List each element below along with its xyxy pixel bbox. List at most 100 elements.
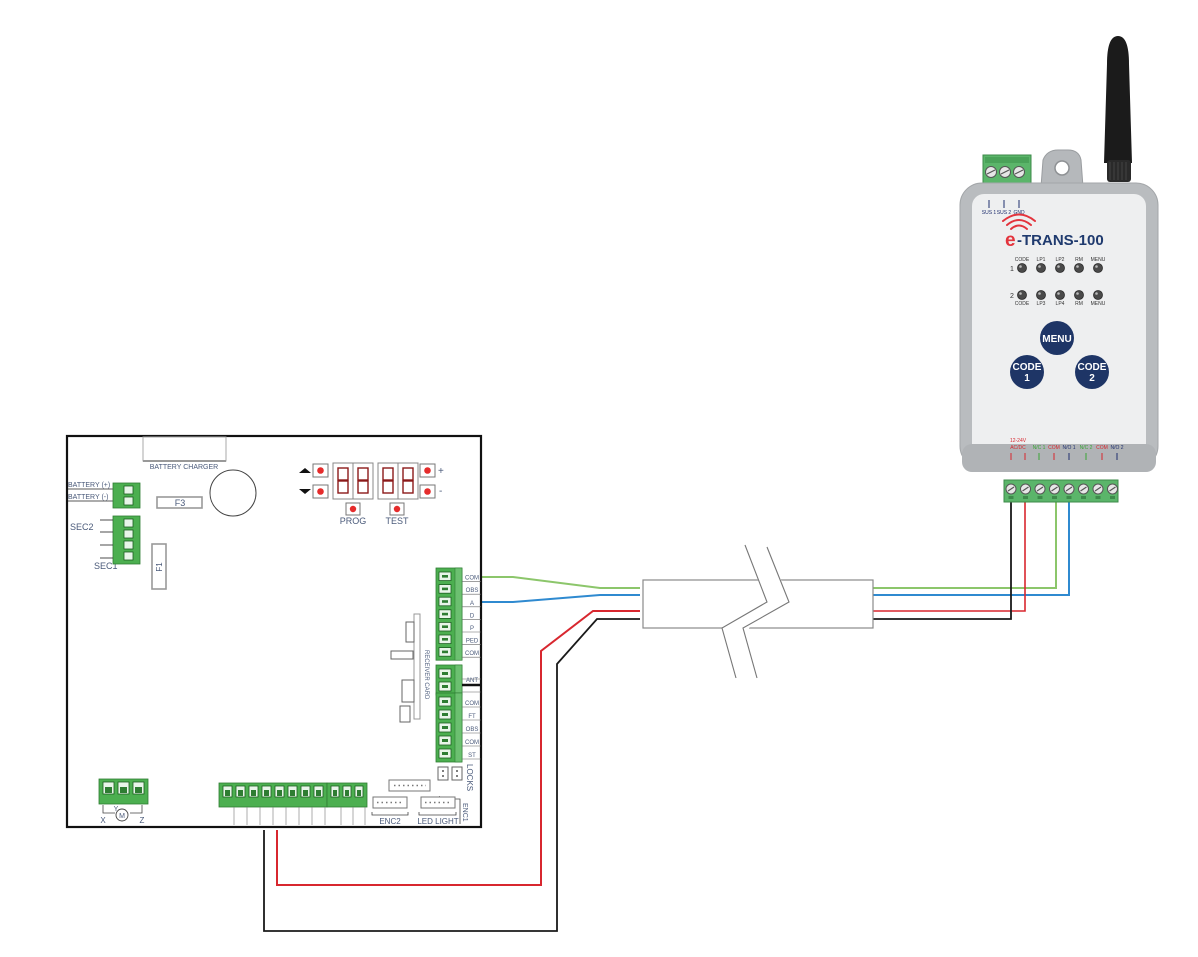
brand-prefix: e [1005,230,1016,251]
buzzer [209,469,257,517]
led-label: LP4 [1056,301,1065,307]
wire-black-left [263,618,640,932]
bottom-terminal-block-main [218,782,328,825]
bottom-terminal-block [1003,479,1119,503]
display-panel: + - PROG TEST [299,462,444,526]
terminal-label: D [470,613,475,619]
led-light-label: LED LIGHT [417,817,458,826]
terminal-label: N/C 1 [1033,445,1046,451]
wire-blue-left [473,594,640,603]
controller-board: BATTERY CHARGER BATTERY (+) BATTERY (-) … [65,434,483,829]
brand-logo: e -TRANS-100 [1002,213,1104,251]
status-led [1036,290,1046,300]
terminal-label: N/C 2 [1080,445,1093,451]
led-label: LP3 [1037,301,1046,307]
enc2-label: ENC2 [379,817,401,826]
battery-terminal-block [112,482,141,509]
menu-button[interactable]: MENU [1040,321,1074,355]
locks-connector: LOCKS [437,764,474,791]
mounting-tab [1040,149,1084,188]
svg-text:1: 1 [1024,373,1030,384]
status-led [1017,290,1027,300]
wire-green-left [473,576,640,589]
receiver-card-label: RECEIVER CARD [423,650,429,700]
code2-button[interactable]: CODE 2 [1075,355,1109,389]
motor-x-label: X [100,816,106,825]
led-label: RM [1075,301,1083,307]
svg-text:CODE: CODE [1013,362,1042,373]
antenna-icon [1104,36,1132,182]
sec1-label: SEC1 [94,561,118,571]
terminal-label: FT [468,714,476,720]
receiver-card-slot: RECEIVER CARD [390,613,429,723]
led-label: CODE [1015,301,1030,307]
terminal-label: COM [1096,445,1108,451]
wire-red-right [873,495,1026,612]
brand-name: -TRANS-100 [1017,232,1104,249]
motor-m-label: M [119,813,125,820]
terminal-label: OBS [466,727,479,733]
led-label: LP1 [1037,257,1046,263]
status-led [1036,263,1046,273]
terminal-label: ANT [466,678,478,684]
enc2-connector: ENC2 [371,796,409,826]
fuse-f1: F1 [151,543,167,590]
terminal-label: COM [465,576,479,582]
sec-terminal-block [100,515,141,565]
motor-terminal-block [98,778,149,805]
terminal-label: ST [468,753,476,759]
battery-charger-connector [142,436,227,462]
enc1-label: ENC1 [461,803,468,822]
code1-button[interactable]: CODE 1 [1010,355,1044,389]
wire-black-right [873,495,1012,620]
status-led [1093,290,1103,300]
motor-symbol: M X Y Z [100,805,145,825]
terminal-label: P [470,626,474,632]
wires [263,495,1070,932]
wire-green-right [873,495,1057,589]
status-led [1055,263,1065,273]
sus1-label: SUS 1 [982,210,997,216]
status-led [1093,263,1103,273]
up-arrow-icon [299,468,311,473]
prog-label: PROG [340,516,367,526]
led-row-index: 2 [1010,293,1014,300]
terminal-label: PED [466,639,479,645]
led-label: LP2 [1056,257,1065,263]
svg-text:F3: F3 [175,498,186,508]
svg-text:CODE: CODE [1078,362,1107,373]
led-label: RM [1075,257,1083,263]
locks-label: LOCKS [465,764,474,791]
led-label: CODE [1015,257,1030,263]
gnd-label: GND [1013,210,1025,216]
svg-text:MENU: MENU [1042,334,1071,345]
status-led [1074,290,1084,300]
terminal-label: N/O 2 [1110,445,1123,451]
status-led [1074,263,1084,273]
wireless-icon [1002,213,1036,230]
battery-charger-label: BATTERY CHARGER [150,464,218,471]
terminal-label: AC/DC [1010,445,1026,451]
wire-red-left [276,610,640,886]
led-label: MENU [1091,301,1106,307]
led-row-index: 1 [1010,266,1014,273]
right-terminal-block-ant: ANT [435,664,481,696]
motor-z-label: Z [140,816,145,825]
led-light-connector: LED LIGHT [417,796,459,826]
terminal-label: N/O 1 [1062,445,1075,451]
cable-sheath [642,544,874,679]
led-label: MENU [1091,257,1106,263]
seven-segment-display-right [377,462,419,500]
terminal-label: 12-24V [1010,438,1027,444]
terminal-label: COM [465,740,479,746]
seven-segment-display-left [332,462,374,500]
test-label: TEST [385,516,409,526]
status-led [1055,290,1065,300]
top-terminal-block [982,154,1032,186]
